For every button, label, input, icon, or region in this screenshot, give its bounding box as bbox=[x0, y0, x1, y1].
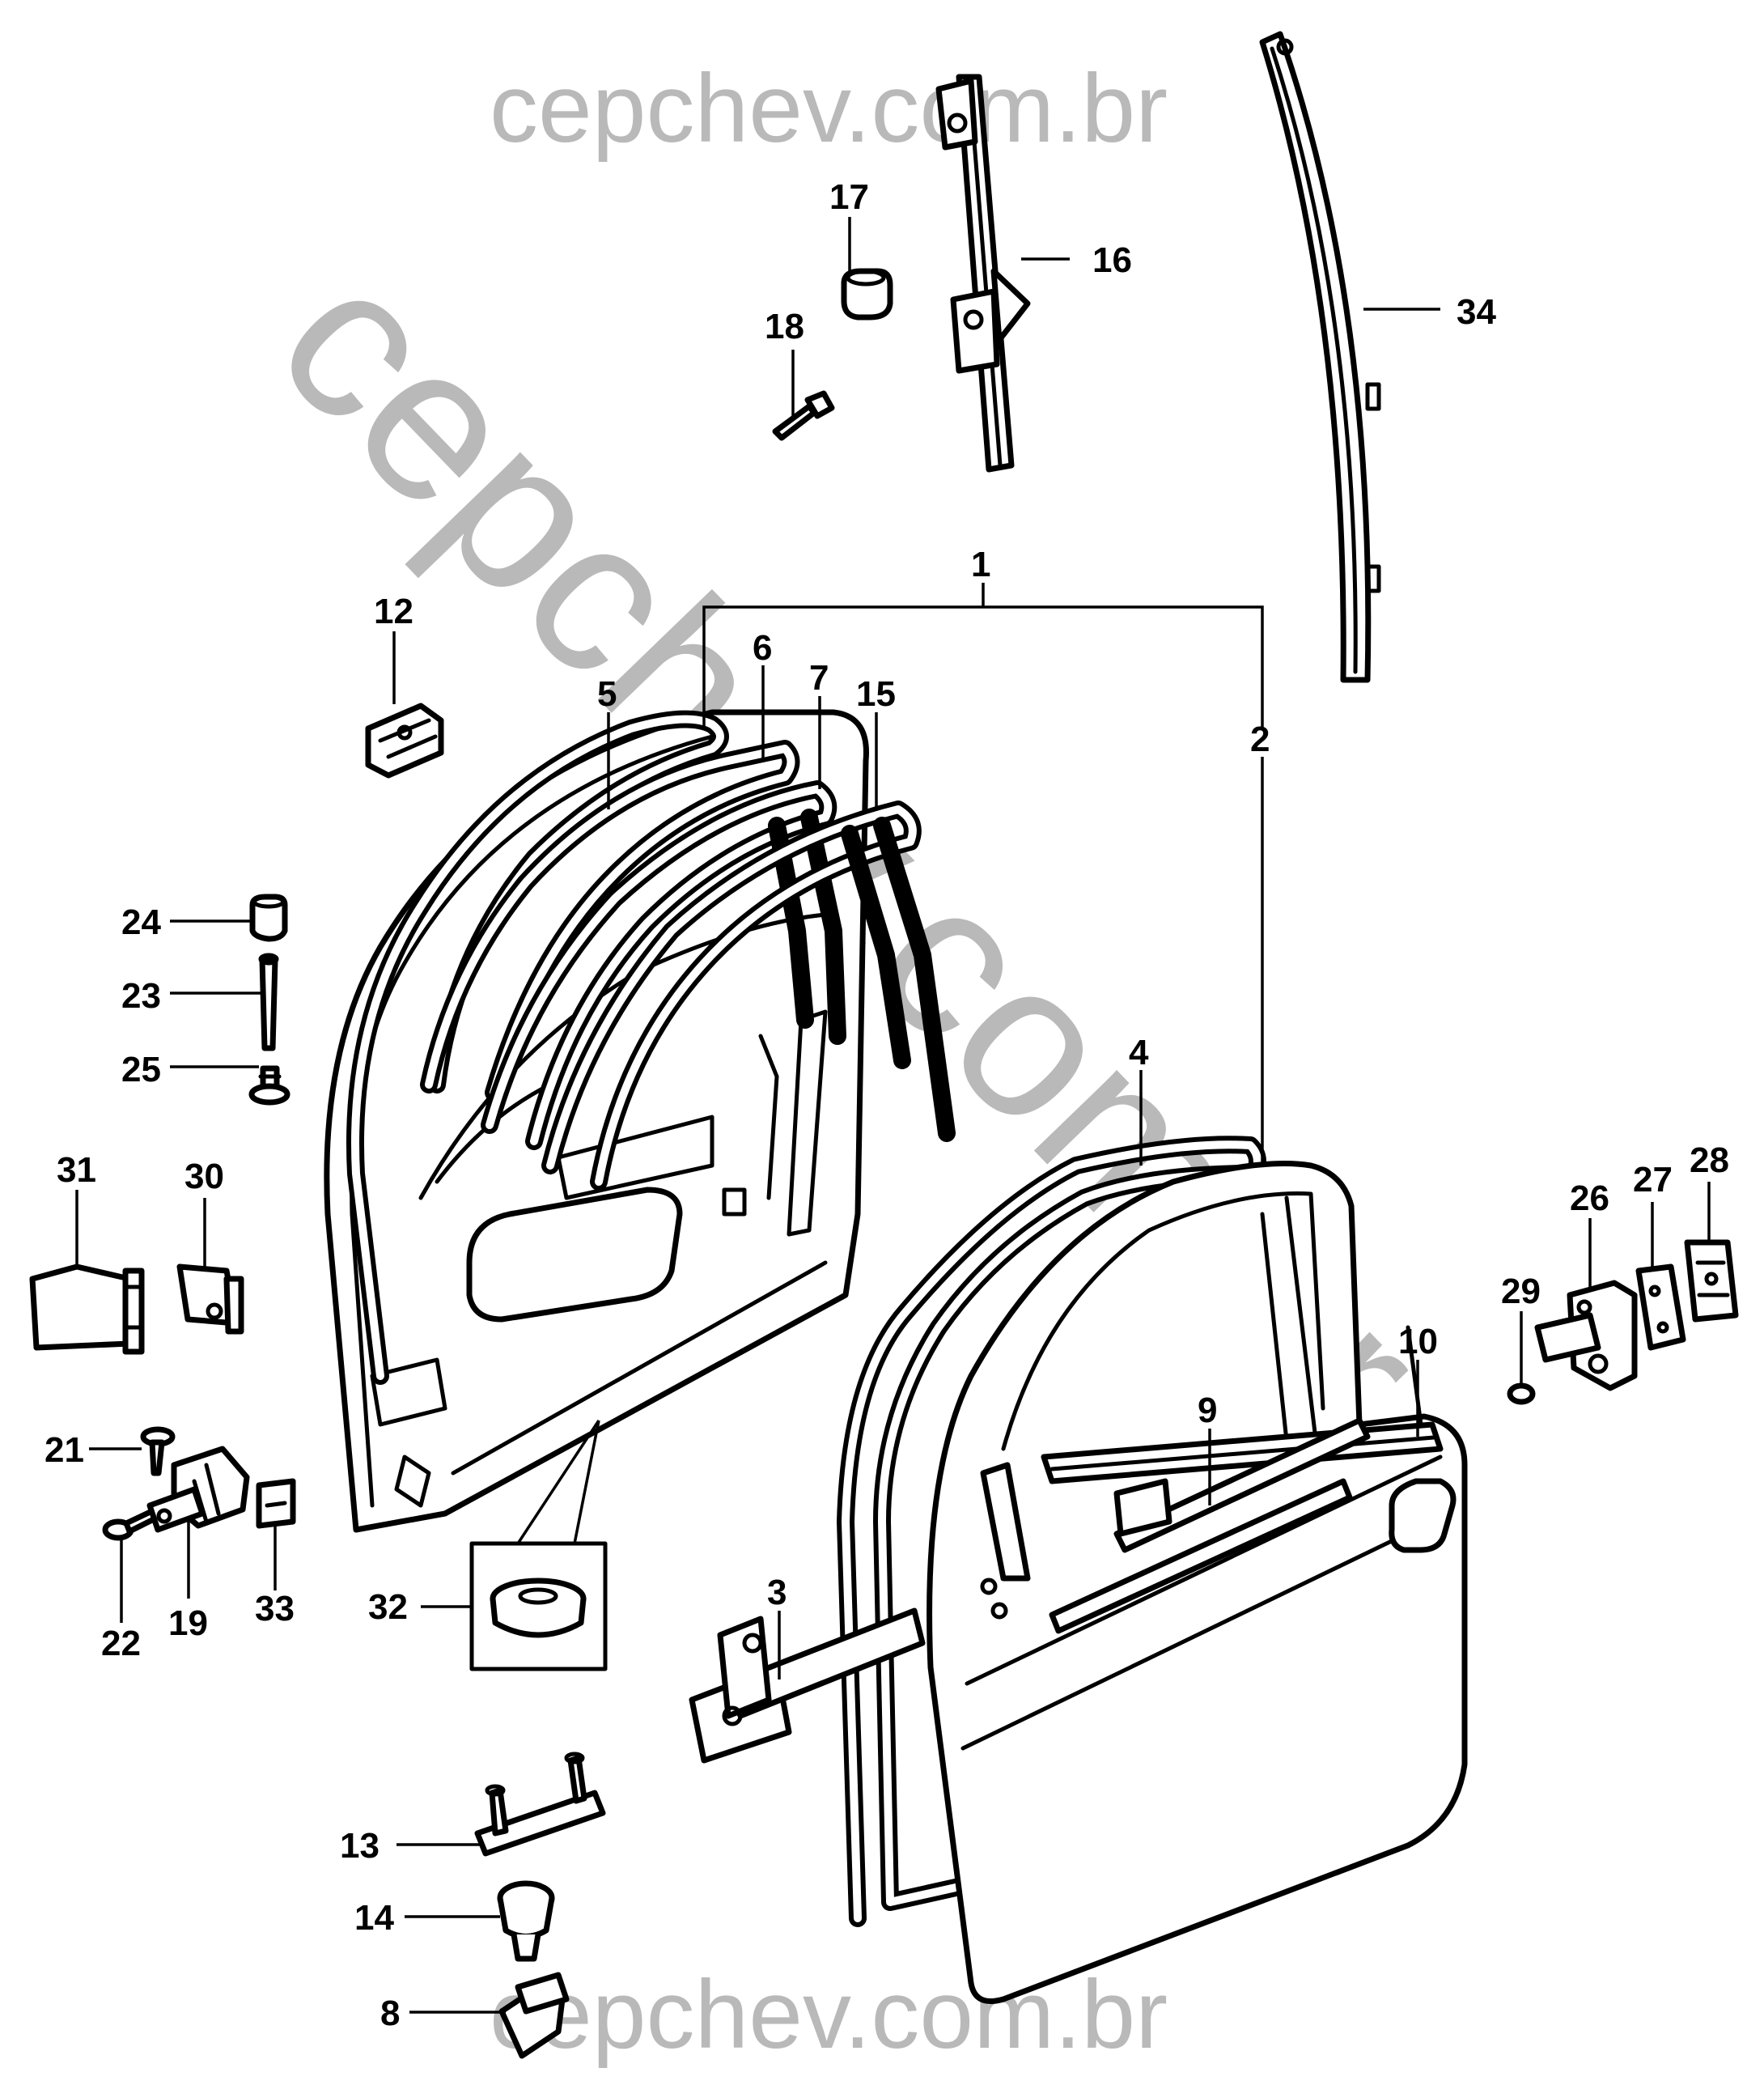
part-inner-belt-strip bbox=[1113, 1417, 1371, 1553]
part-upper-seal bbox=[420, 740, 800, 1102]
callout-16: 16 bbox=[1092, 240, 1132, 280]
callout-27: 27 bbox=[1633, 1160, 1673, 1200]
part-plug-grommet bbox=[469, 1541, 608, 1671]
part-hinge-large bbox=[29, 1263, 145, 1355]
callout-8: 8 bbox=[380, 1994, 400, 2033]
callout-9: 9 bbox=[1198, 1391, 1217, 1430]
callout-22: 22 bbox=[101, 1624, 141, 1663]
part-clip bbox=[365, 703, 444, 779]
callout-labels: 1 2 3 4 5 6 7 8 9 10 12 13 14 15 16 17 1… bbox=[45, 177, 1729, 2033]
callout-28: 28 bbox=[1690, 1140, 1729, 1180]
callout-24: 24 bbox=[121, 902, 161, 942]
callout-29: 29 bbox=[1501, 1272, 1541, 1311]
callout-6: 6 bbox=[753, 628, 772, 668]
part-hinge-plate bbox=[176, 1263, 244, 1335]
callout-10: 10 bbox=[1398, 1322, 1438, 1361]
callout-32: 32 bbox=[368, 1587, 408, 1627]
part-clip-pin bbox=[498, 1972, 570, 2059]
callout-1: 1 bbox=[971, 545, 990, 584]
part-outer-door-shell bbox=[927, 1161, 1468, 2004]
part-pad bbox=[256, 1478, 296, 1529]
callout-3: 3 bbox=[767, 1573, 787, 1612]
part-striker bbox=[1534, 1280, 1638, 1391]
part-push-fastener bbox=[497, 1880, 555, 1962]
watermark-top: cepchev.com.br bbox=[490, 54, 1168, 163]
callout-21: 21 bbox=[45, 1430, 84, 1470]
parts-layer bbox=[29, 31, 1739, 2059]
part-door-check-strap bbox=[689, 1607, 926, 1764]
callout-33: 33 bbox=[255, 1589, 295, 1629]
callout-2: 2 bbox=[1250, 720, 1270, 759]
callout-25: 25 bbox=[121, 1050, 161, 1089]
callout-5: 5 bbox=[597, 674, 617, 714]
part-door-frame-seal bbox=[346, 710, 729, 1385]
part-window-regulator-rail bbox=[935, 74, 1031, 473]
part-hinge-lower bbox=[146, 1446, 250, 1533]
part-screw-upper bbox=[140, 1426, 176, 1476]
part-cap bbox=[249, 894, 288, 942]
callout-23: 23 bbox=[121, 976, 161, 1016]
callout-26: 26 bbox=[1570, 1178, 1609, 1218]
part-small-screw bbox=[1507, 1382, 1536, 1405]
callout-14: 14 bbox=[354, 1898, 394, 1938]
part-pin bbox=[258, 953, 279, 1051]
callout-19: 19 bbox=[168, 1603, 208, 1643]
callout-15: 15 bbox=[856, 674, 896, 714]
part-outer-glass-seal bbox=[541, 800, 956, 1191]
part-door-weatherstrip bbox=[837, 1136, 1266, 1927]
part-bushing bbox=[841, 268, 893, 321]
callout-34: 34 bbox=[1457, 292, 1496, 332]
part-spring-bolt bbox=[248, 1065, 290, 1106]
part-striker-plate bbox=[1684, 1239, 1739, 1323]
callout-18: 18 bbox=[765, 307, 804, 346]
part-stud-bracket bbox=[474, 1752, 606, 1857]
part-shim bbox=[1635, 1263, 1686, 1351]
part-glass-run-channel bbox=[1259, 31, 1381, 683]
callout-30: 30 bbox=[184, 1157, 224, 1196]
callout-13: 13 bbox=[340, 1826, 380, 1866]
callout-31: 31 bbox=[57, 1150, 96, 1190]
callout-7: 7 bbox=[809, 658, 829, 698]
callout-12: 12 bbox=[374, 592, 413, 631]
callout-4: 4 bbox=[1129, 1033, 1149, 1072]
callout-17: 17 bbox=[829, 177, 869, 217]
part-rivet-pin bbox=[772, 390, 835, 441]
leader-lines bbox=[75, 217, 1711, 2014]
